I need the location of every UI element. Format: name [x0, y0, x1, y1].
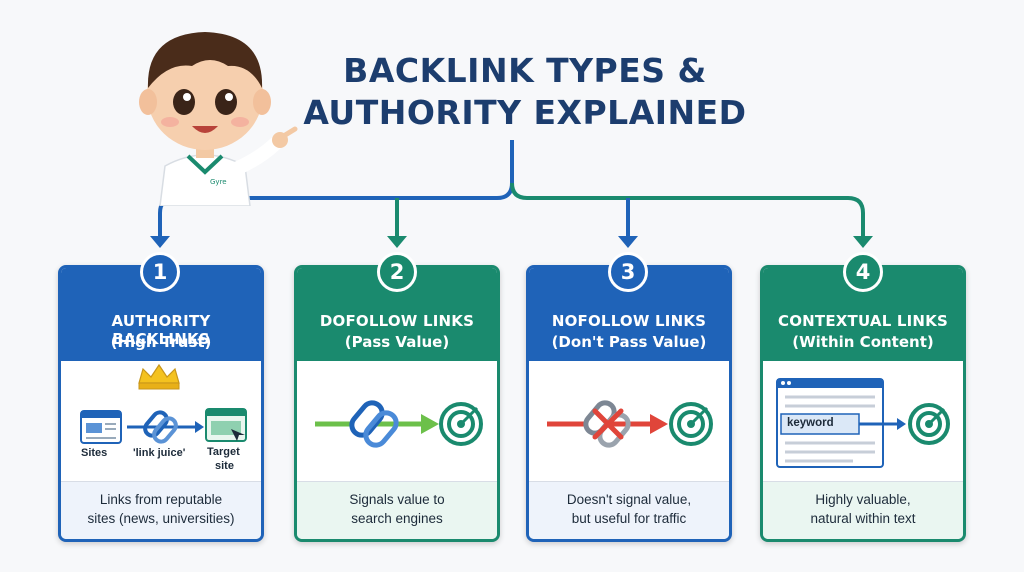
- card-contextual-links: CONTEXTUAL LINKS (Within Content): [760, 265, 966, 542]
- number-badge-2: 2: [377, 252, 417, 292]
- description-line-1: Highly valuable,: [815, 492, 911, 507]
- crown-icon: [138, 363, 180, 390]
- description-line-1: Links from reputable: [99, 492, 223, 507]
- document-window-icon: [776, 378, 884, 468]
- card-heading: AUTHORITY BACKLINKS: [111, 312, 211, 348]
- description-line-2: but useful for traffic: [571, 511, 687, 526]
- card-nofollow-links: NOFOLLOW LINKS (Don't Pass Value): [526, 265, 732, 542]
- nofollow-diagram: [547, 400, 713, 448]
- chain-link-icon: [143, 410, 178, 444]
- card-description: Highly valuable, natural within text: [763, 481, 963, 539]
- card-subheading: (High Trust): [110, 333, 212, 351]
- target-label-line-2: site: [215, 460, 234, 472]
- description-line-1: Doesn't signal value,: [566, 492, 692, 507]
- sites-label: Sites: [81, 447, 108, 459]
- card-description: Links from reputable sites (news, univer…: [61, 481, 261, 539]
- target-site-icon: [205, 408, 247, 442]
- arrowhead-4: [853, 236, 873, 248]
- target-icon: [439, 402, 483, 446]
- number-badge-3: 3: [608, 252, 648, 292]
- authority-diagram: [80, 363, 247, 444]
- card-header: AUTHORITY BACKLINKS (High Trust): [61, 268, 261, 361]
- description-line-2: sites (news, universities): [87, 511, 235, 526]
- card-description: Doesn't signal value, but useful for tra…: [529, 481, 729, 539]
- card-dofollow-links: DOFOLLOW LINKS (Pass Value): [294, 265, 500, 542]
- dofollow-diagram: [315, 400, 483, 448]
- blue-arrow-icon: [859, 418, 906, 430]
- keyword-label: keyword: [787, 417, 834, 429]
- card-diagram: [529, 361, 729, 487]
- mascot-boy-illustration: Gyre: [139, 32, 298, 206]
- description-line-2: natural within text: [810, 511, 916, 526]
- number-badge-4: 4: [843, 252, 883, 292]
- contextual-diagram: [776, 378, 950, 468]
- description-line-1: Signals value to: [349, 492, 445, 507]
- card-subheading: (Within Content): [792, 333, 934, 351]
- card-authority-backlinks: AUTHORITY BACKLINKS (High Trust): [58, 265, 264, 542]
- connector-to-card-4: [510, 182, 865, 240]
- card-description: Signals value to search engines: [297, 481, 497, 539]
- title-line-1: BACKLINK TYPES &: [343, 51, 707, 90]
- target-label-line-1: Target: [207, 446, 240, 458]
- card-heading: NOFOLLOW LINKS: [551, 312, 707, 330]
- title-line-2: AUTHORITY EXPLAINED: [303, 93, 747, 132]
- target-icon: [908, 403, 950, 445]
- shirt-logo-text: Gyre: [210, 178, 227, 186]
- card-subheading: (Don't Pass Value): [551, 333, 707, 351]
- chain-link-icon: [349, 400, 399, 448]
- arrowhead-3: [618, 236, 638, 248]
- number-badge-1: 1: [140, 252, 180, 292]
- card-subheading: (Pass Value): [344, 333, 450, 351]
- arrowhead-1: [150, 236, 170, 248]
- target-icon: [669, 402, 713, 446]
- description-line-2: search engines: [351, 511, 443, 526]
- browser-window-icon: [80, 410, 122, 444]
- page-title: BACKLINK TYPES & AUTHORITY EXPLAINED: [290, 50, 760, 134]
- card-diagram: [297, 361, 497, 487]
- red-x-icon: [592, 408, 624, 440]
- card-diagram: Sites 'link juice' Target site: [61, 361, 261, 487]
- card-heading: CONTEXTUAL LINKS: [777, 312, 949, 330]
- card-diagram: keyword: [763, 361, 963, 487]
- link-juice-label: 'link juice': [133, 447, 186, 459]
- card-heading: DOFOLLOW LINKS: [319, 312, 475, 330]
- arrowhead-2: [387, 236, 407, 248]
